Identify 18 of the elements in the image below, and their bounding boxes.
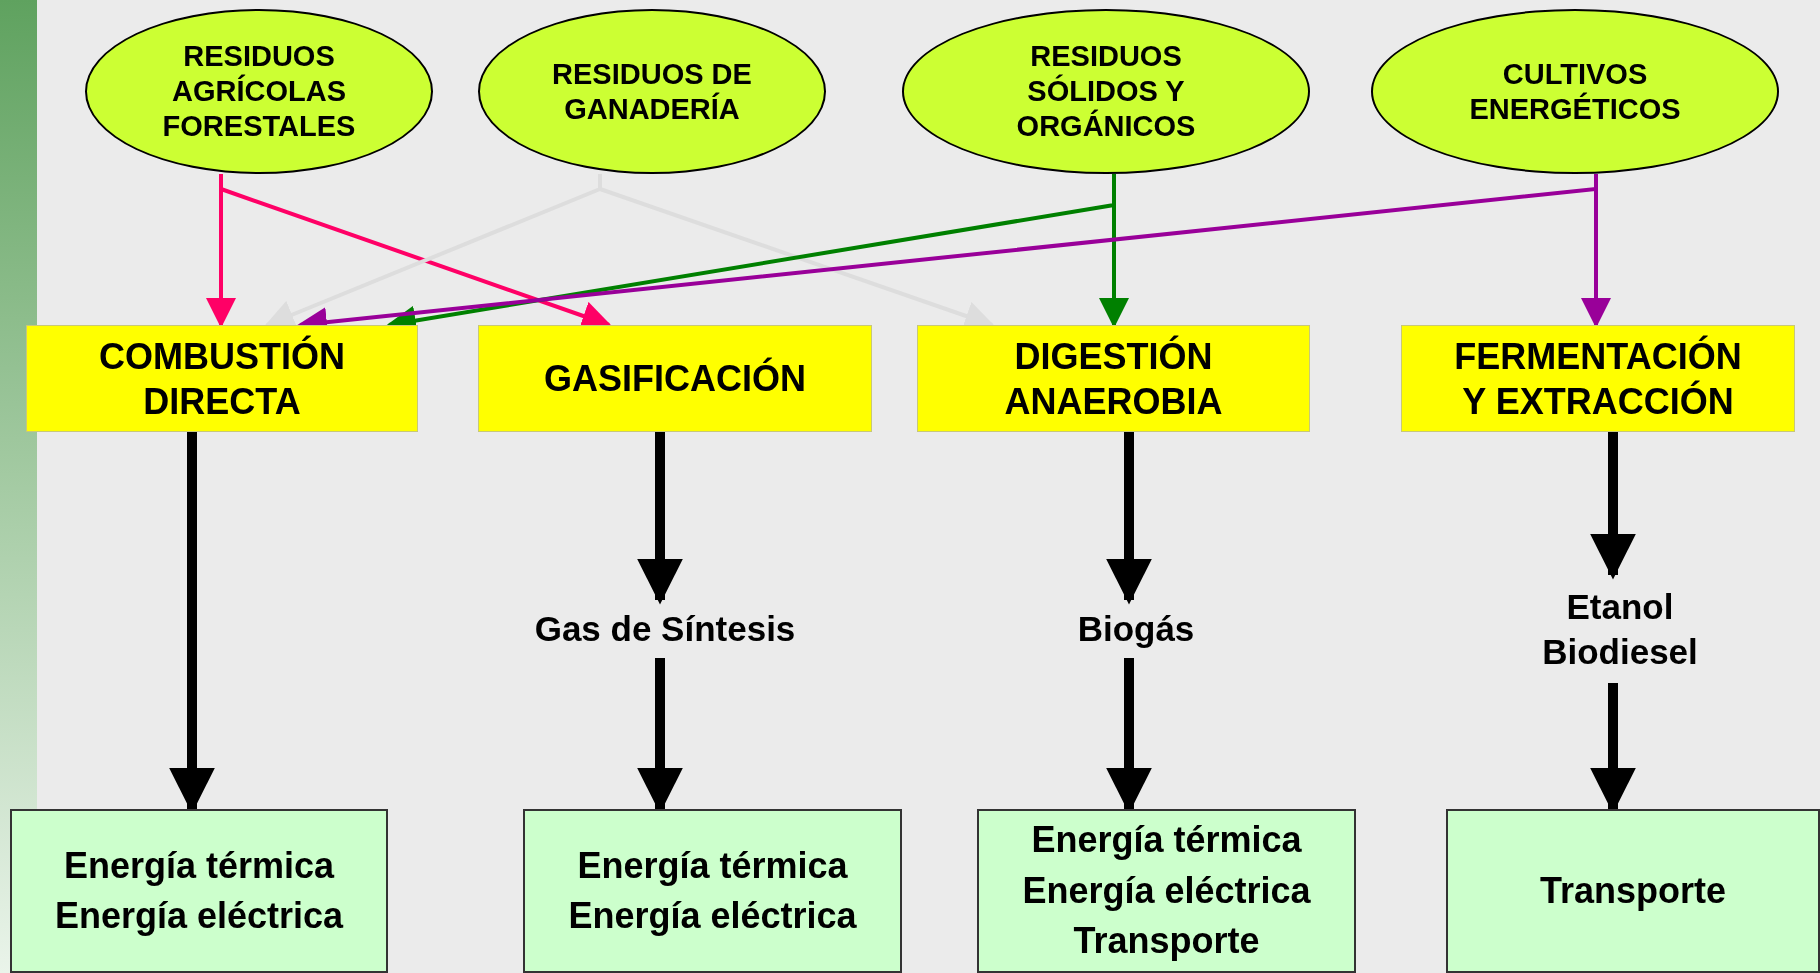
source-ellipse: RESIDUOS SÓLIDOS Y ORGÁNICOS <box>902 9 1310 174</box>
output-box: Transporte <box>1446 809 1820 973</box>
product-label: Biogás <box>1046 600 1226 658</box>
process-box: FERMENTACIÓN Y EXTRACCIÓN <box>1401 325 1795 432</box>
output-box: Energía térmica Energía eléctrica <box>10 809 388 973</box>
process-box: COMBUSTIÓN DIRECTA <box>26 325 418 432</box>
arrow <box>1590 432 1636 580</box>
arrow <box>1106 432 1152 605</box>
source-ellipse: RESIDUOS AGRÍCOLAS FORESTALES <box>85 9 433 174</box>
output-box: Energía térmica Energía eléctrica <box>523 809 902 973</box>
product-label: Gas de Síntesis <box>500 600 830 658</box>
source-ellipse: CULTIVOS ENERGÉTICOS <box>1371 9 1779 174</box>
output-box: Energía térmica Energía eléctrica Transporte <box>977 809 1356 973</box>
process-box: DIGESTIÓN ANAEROBIA <box>917 325 1310 432</box>
arrow <box>637 432 683 605</box>
process-box: GASIFICACIÓN <box>478 325 872 432</box>
source-ellipse: RESIDUOS DE GANADERÍA <box>478 9 826 174</box>
product-label: Etanol Biodiesel <box>1510 575 1730 683</box>
